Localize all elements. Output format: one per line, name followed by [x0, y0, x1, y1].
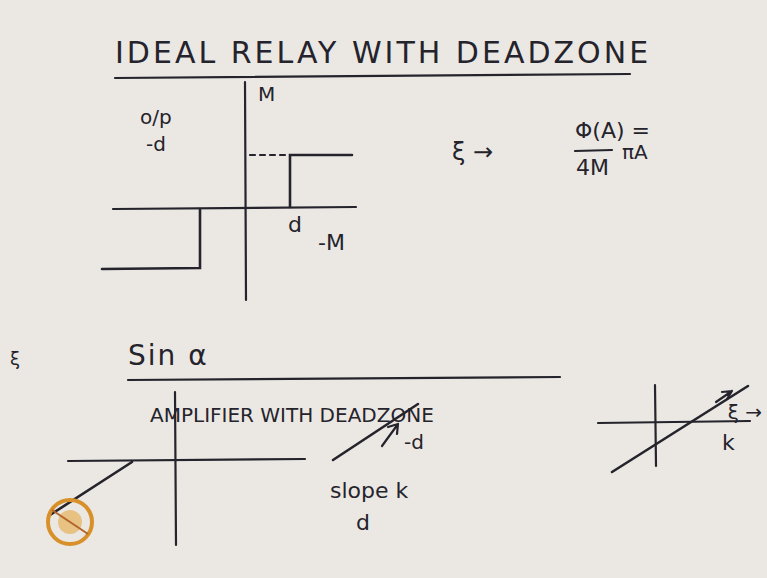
level-label: -M — [318, 232, 345, 254]
linear-curve — [612, 386, 748, 472]
axis — [68, 459, 305, 461]
deadzone-label: -d — [404, 432, 424, 452]
axis-label: o/p — [140, 107, 172, 127]
describing-function: Φ(A) = — [575, 120, 650, 142]
relay-curve — [102, 209, 200, 269]
level-label: M — [258, 84, 275, 104]
function-term: Sin α — [128, 342, 209, 370]
axis — [598, 421, 750, 423]
deadzone-label: -d — [146, 134, 166, 154]
deadzone-label: d — [356, 512, 370, 534]
fraction-bar — [575, 150, 612, 151]
leader-arrow — [716, 391, 732, 402]
relay-curve — [290, 155, 352, 207]
section-heading: AMPLIFIER WITH DEADZONE — [150, 405, 434, 425]
axis-label: ξ — [10, 350, 20, 368]
leader-arrow — [382, 424, 398, 446]
axis — [655, 385, 656, 466]
axis-label: ξ → — [728, 402, 762, 422]
axis — [245, 82, 246, 300]
dashed-level — [250, 154, 286, 156]
slope-label: k — [722, 432, 735, 454]
section-heading: IDEAL RELAY WITH DEADZONE — [115, 38, 651, 68]
slope-label: slope k — [330, 480, 408, 502]
axis — [113, 207, 356, 209]
heading-underline — [115, 74, 630, 78]
axis-label: ξ → — [452, 140, 493, 164]
denominator: πA — [622, 142, 648, 162]
numerator: 4M — [576, 157, 609, 179]
logo — [48, 500, 92, 544]
deadzone-curve — [50, 462, 132, 515]
deadzone-label: d — [288, 214, 302, 236]
heading-underline — [128, 377, 560, 380]
